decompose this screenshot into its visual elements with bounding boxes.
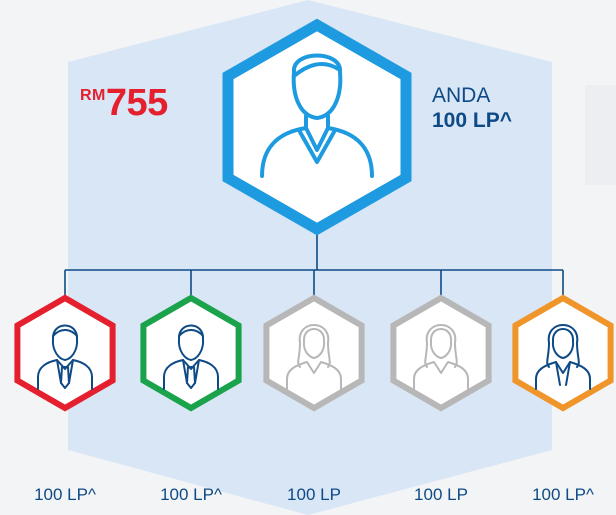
body-outline [286, 361, 342, 390]
child-node [14, 294, 116, 412]
price-amount: 755 [105, 82, 168, 124]
tie-shape [186, 366, 196, 389]
price-label: RM755 [80, 84, 168, 122]
main-node-label: ANDA [432, 84, 491, 107]
tie-shape [60, 366, 70, 389]
connector-lines [64, 229, 564, 298]
head-outline [302, 328, 326, 359]
child-node [263, 294, 365, 412]
hair-line [178, 329, 204, 337]
hair-outline [546, 324, 580, 368]
background-shard [585, 85, 616, 185]
shoulders-outline [260, 126, 374, 178]
suit-outline [163, 359, 219, 390]
hair-line [52, 329, 78, 337]
female-person-icon [286, 324, 342, 390]
businessman-icon [163, 324, 219, 390]
hair-outline [424, 324, 458, 368]
businessman-icon [37, 324, 93, 390]
child-node [512, 294, 614, 412]
child-node-hexagon [390, 294, 492, 412]
male-person-icon [260, 53, 374, 178]
child-node-hexagon [512, 294, 614, 412]
price-currency: RM [80, 87, 106, 104]
child-node-hexagon [14, 294, 116, 412]
head-outline [291, 53, 343, 120]
head-outline [551, 328, 575, 359]
hair-line [292, 61, 342, 78]
main-node-points: 100 LP^ [432, 109, 512, 132]
head-outline [177, 324, 205, 361]
child-points-5: 100 LP^ [532, 485, 594, 504]
child-nodes [14, 294, 614, 412]
child-points-1: 100 LP^ [34, 485, 96, 504]
main-node [222, 18, 412, 236]
child-node-hexagon [263, 294, 365, 412]
child-points-2: 100 LP^ [160, 485, 222, 504]
head-outline [429, 328, 453, 359]
child-node-hexagon [140, 294, 242, 412]
body-outline [535, 361, 591, 390]
hair-outline [297, 324, 331, 368]
collar-line [298, 130, 336, 164]
body-outline [413, 361, 469, 390]
child-node [390, 294, 492, 412]
head-outline [51, 324, 79, 361]
businesswoman-icon [535, 324, 591, 390]
child-node [140, 294, 242, 412]
child-points-3: 100 LP [287, 485, 341, 504]
child-points-4: 100 LP [414, 485, 468, 504]
lapel-lines [555, 361, 571, 386]
female-person-icon [413, 324, 469, 390]
suit-outline [37, 359, 93, 390]
main-node-hexagon [222, 18, 412, 236]
